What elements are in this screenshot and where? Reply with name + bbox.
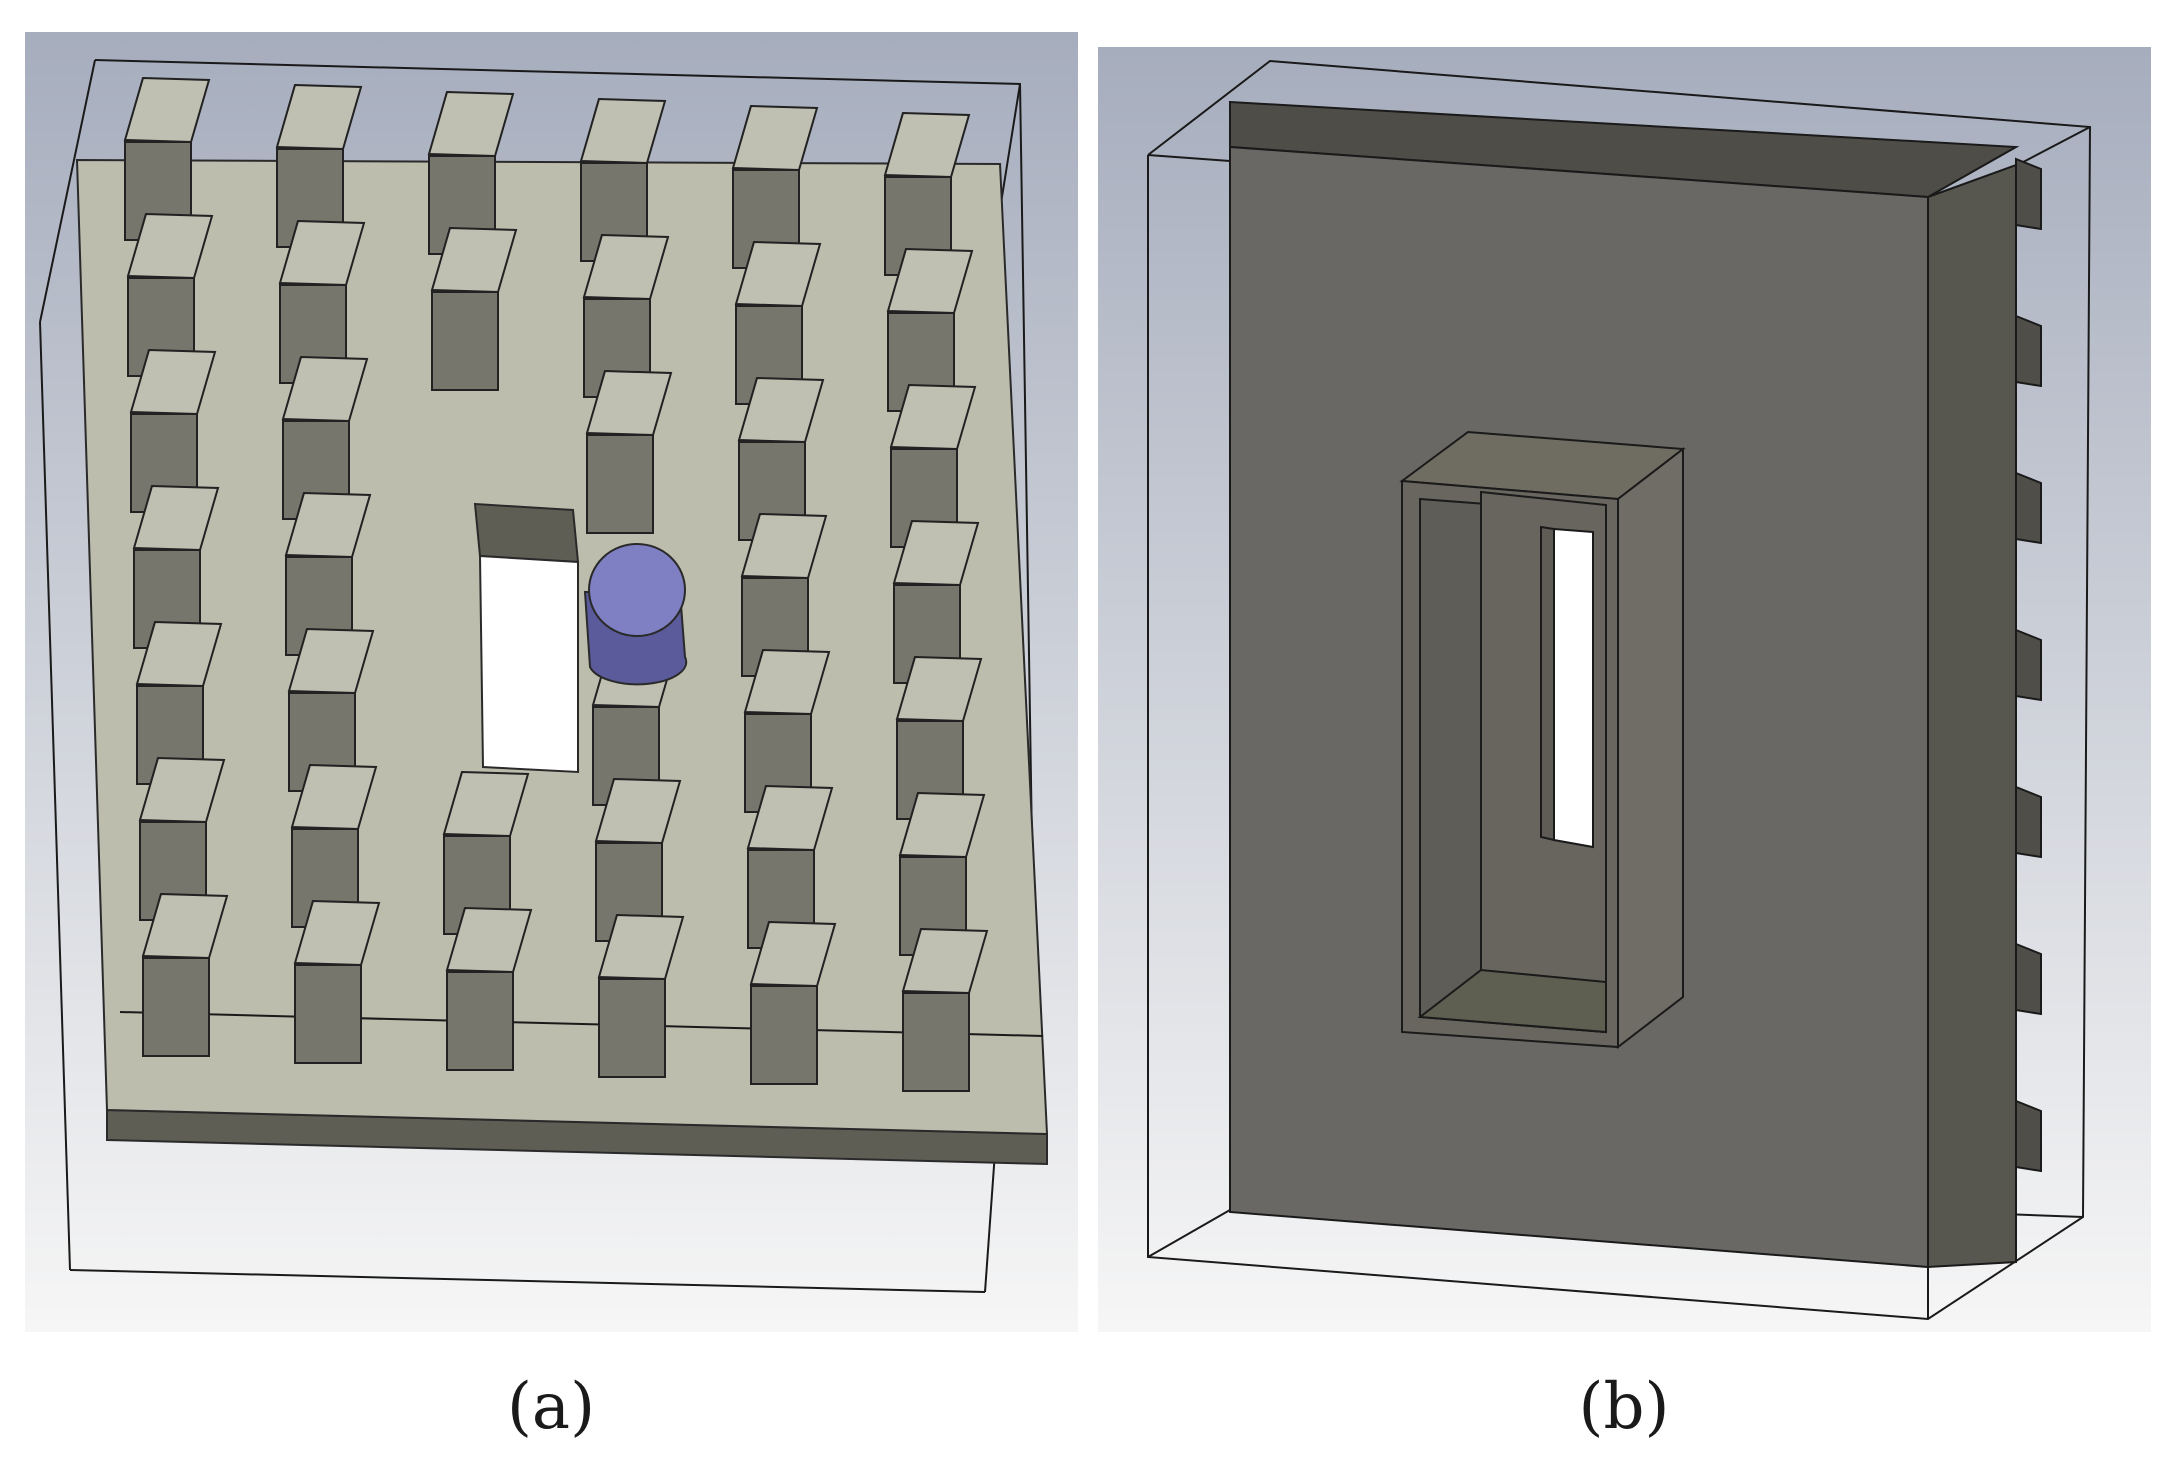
feed-probe-cylinder [583,543,688,686]
pin [594,777,682,942]
plate-side-edge [1927,163,2017,1269]
panel-b-render [1098,47,2151,1332]
pin [126,212,214,377]
pin-stub [2015,471,2042,545]
pin-stubs [2015,157,2042,1173]
bounding-box-front-edge [119,1011,1044,1037]
pin-stub [2015,785,2042,859]
pin [597,913,685,1078]
pin [886,247,974,412]
pin [743,648,831,813]
pin-stub [2015,157,2042,231]
pin [898,791,986,956]
pin [445,906,533,1071]
waveguide-feed [1399,430,1686,1050]
pin [749,920,837,1085]
pin [585,369,673,534]
pin-stub [2015,314,2042,388]
pin-array [123,76,989,1092]
slot-opening [1553,527,1594,849]
pin [889,383,977,548]
panel-a-render [25,32,1078,1332]
pin [284,491,372,656]
pin [892,519,980,684]
pin-stub [2015,1099,2042,1173]
pin [901,927,989,1092]
caption-panel-b: (b) [1578,1370,1670,1444]
pin-stub [2015,942,2042,1016]
coupling-slot [473,502,580,774]
pin [883,111,971,276]
pin [430,226,518,391]
pin-stub [2015,628,2042,702]
pin [275,83,363,248]
caption-panel-a: (a) [506,1370,596,1444]
bounding-box-wireframe [39,59,1036,1293]
pin [141,892,229,1057]
pin [293,899,381,1064]
